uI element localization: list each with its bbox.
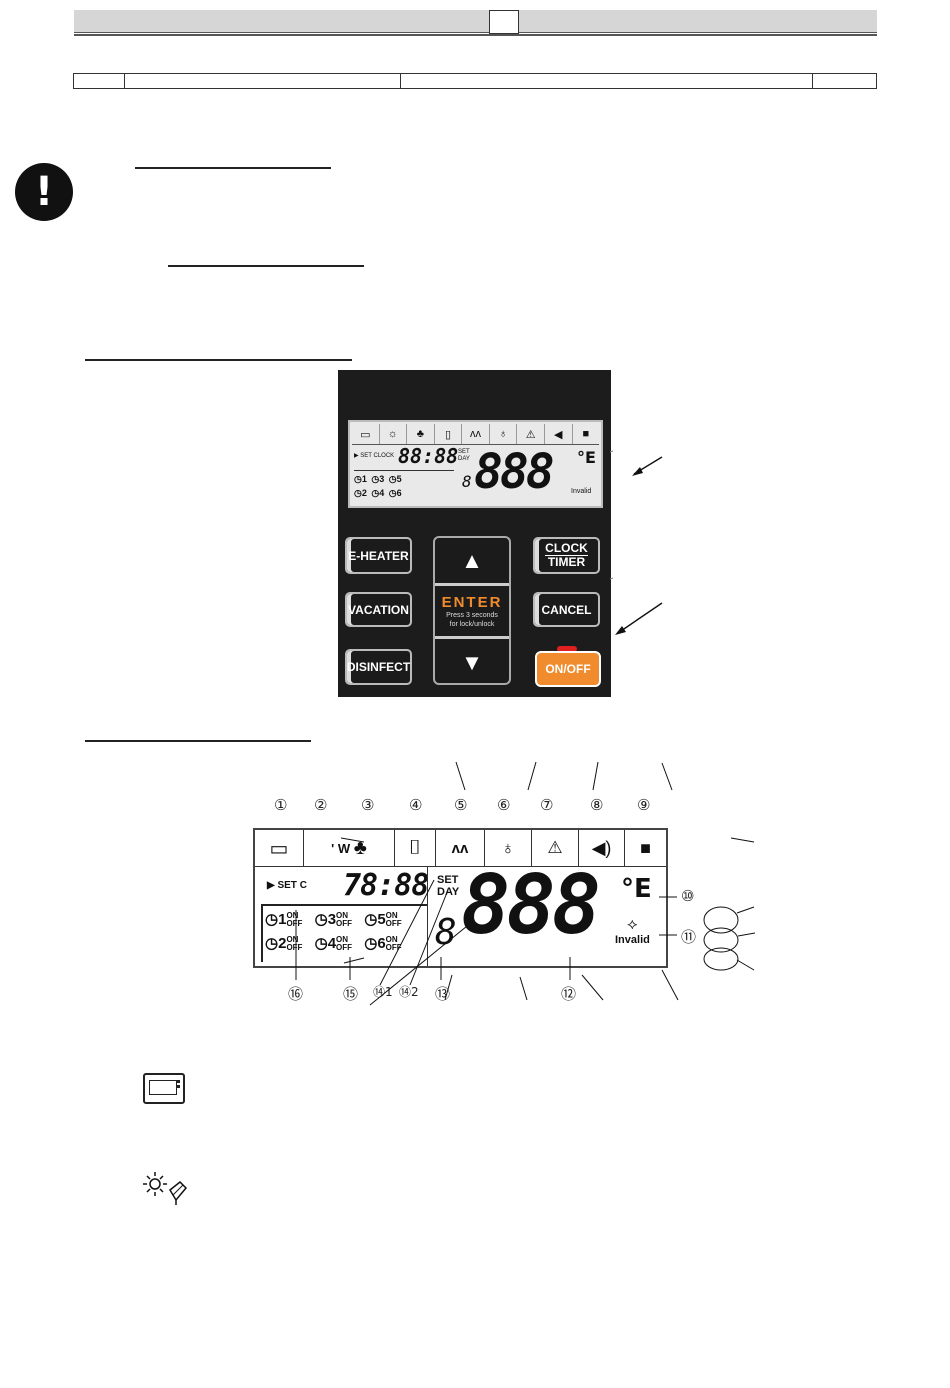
enter-label: ENTER [441,594,503,611]
small-time: 88:88 [398,444,459,468]
callout-arrows [610,450,663,635]
alarm-icon: ⚠ [532,830,579,866]
callout-13: ⑬ [435,985,451,1003]
lcd-icon-row: ▭ ' W ♣ ⌷ ᴧᴧ ♁ ⚠ ◀) ■ [255,830,666,867]
invalid-icon: ⟡ [627,916,638,933]
set-text: SET [437,874,459,886]
small-set-clock: ▶ SET CLOCK [354,453,395,459]
speaker-icon: ◀ [545,424,573,444]
callout-5: ⑤ [454,796,468,814]
sun-solar-icon: ☼ [380,424,408,444]
enter-hint-1: Press 3 seconds [446,612,498,619]
callout-10: ⑩ [681,887,695,905]
underline [135,167,331,169]
on-off-button[interactable]: ON/OFF [535,651,601,687]
small-set-day: SET DAY [458,449,470,462]
table-cell [125,74,401,88]
disinfect-icon: ♁ [490,424,518,444]
callout-4: ④ [409,796,423,814]
clock-timer-button[interactable]: CLOCK TIMER [533,537,600,574]
small-extra-digit: 8 [462,472,472,491]
callout-11: ⑪ [681,928,697,946]
heater-icon: ᴧᴧ [436,830,485,866]
timer-label: TIMER [547,555,586,569]
callout-15: ⑮ [343,985,359,1003]
header-rule [74,34,877,36]
enter-block: ▲ ENTER Press 3 seconds for lock/unlock … [433,536,511,685]
callout-14-2: ⑭2 [399,985,419,999]
divider [354,470,454,471]
callout-14-1: ⑭1 [373,985,393,999]
callout-16: ⑯ [288,985,304,1003]
invalid-label: Invalid [615,934,650,946]
lock-icon: ■ [582,428,590,440]
underline [168,265,364,267]
set-day-label: SET DAY [437,874,459,898]
vacation-button[interactable]: VACATION [345,592,412,627]
lcd-diagram: ▭ ' W ♣ ⌷ ᴧᴧ ♁ ⚠ ◀) ■ ▶ SET C 78:88 ◷1ON… [253,828,668,968]
small-invalid: Invalid [571,488,592,495]
enter-button[interactable]: ENTER Press 3 seconds for lock/unlock [435,588,509,634]
callout-7: ⑦ [540,796,554,814]
small-unit: °E [577,448,596,467]
clock-label: CLOCK [545,541,588,556]
section-heading-rule [85,359,352,361]
lock-icon: ■ [640,837,651,858]
power-led [557,646,577,652]
callout-6: ⑥ [497,796,511,814]
alarm-icon: ⚠ [517,424,545,444]
small-timer-row-1: ◷1 ◷3 ◷5 [354,474,402,484]
header-band [74,10,877,33]
vertical-divider [427,866,428,966]
callout-8: ⑧ [590,796,604,814]
small-timer-row-2: ◷2 ◷4 ◷6 [354,488,402,498]
sun-solar-icon [143,1172,188,1205]
clock-digits: 78:88 [343,868,429,903]
set-clock-label: ▶ SET C [267,880,307,891]
exclamation-icon: ! [15,163,73,221]
page-number-box [489,10,519,34]
callout-3: ③ [361,796,375,814]
vacation-icon: ♣ [407,424,435,444]
callout-2: ② [314,796,328,814]
heater-icon: ᴧᴧ [462,424,490,444]
small-main-digits: 888 [474,444,555,500]
callout-1: ① [274,796,288,814]
callout-9: ⑨ [637,796,651,814]
controller-icon: ▭ [352,424,380,444]
disinfect-button[interactable]: DISINFECT [345,649,412,685]
tank-icon: ▯ [435,424,463,444]
enter-hint-2: for lock/unlock [449,621,495,628]
day-text: DAY [437,886,460,898]
header-table [73,73,877,89]
extra-digit: 8 [435,912,457,953]
disinfect-icon: ♁ [485,830,532,866]
up-button[interactable]: ▲ [435,538,509,586]
controller-icon: ▭ [255,830,304,866]
unit-label: °E [621,874,652,904]
main-temperature-digits: 888 [461,858,601,953]
table-cell [74,74,125,88]
down-button[interactable]: ▼ [435,636,509,686]
small-lcd: ▭ ☼ ♣ ▯ ᴧᴧ ♁ ⚠ ◀ ■ ▶ SET CLOCK 88:88 SET… [348,420,603,508]
small-lcd-icon-row: ▭ ☼ ♣ ▯ ᴧᴧ ♁ ⚠ ◀ ■ [352,424,599,445]
cancel-button[interactable]: CANCEL [533,592,600,627]
callout-12: ⑫ [561,985,577,1003]
e-heater-button[interactable]: E-HEATER [345,537,412,574]
time-divider [261,904,427,906]
table-cell [401,74,813,88]
section-heading-rule [85,740,311,742]
speaker-icon: ◀) [579,830,625,866]
tank-icon: ⌷ [395,830,436,866]
left-edge [261,906,263,962]
controller-icon [143,1073,185,1104]
